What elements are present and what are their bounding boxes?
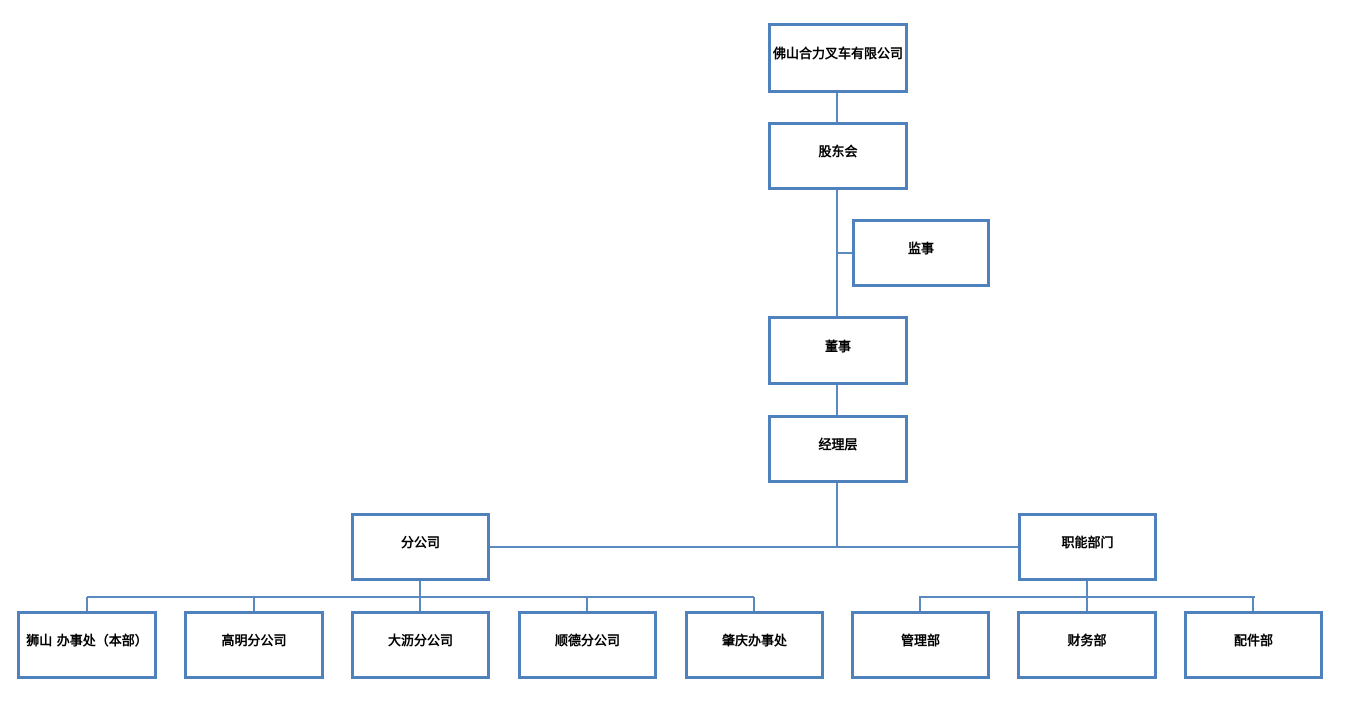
node-label: 配件部 xyxy=(1233,634,1273,650)
node-label: 高明分公司 xyxy=(221,634,287,650)
node-functional[interactable]: 职能部门 xyxy=(1018,513,1157,581)
node-label: 监事 xyxy=(907,242,934,258)
connector-drop-gaoming xyxy=(253,597,255,611)
node-label: 分公司 xyxy=(400,536,440,552)
node-shareholders[interactable]: 股东会 xyxy=(768,122,908,190)
connector-drop-admin xyxy=(919,597,921,611)
node-label: 董事 xyxy=(824,339,851,355)
node-admin[interactable]: 管理部 xyxy=(851,611,990,679)
node-supervisor[interactable]: 监事 xyxy=(852,219,990,287)
node-zhaoqing[interactable]: 肇庆办事处 xyxy=(685,611,824,679)
node-label: 肇庆办事处 xyxy=(721,634,787,650)
node-label: 顺德分公司 xyxy=(554,634,620,650)
node-finance[interactable]: 财务部 xyxy=(1017,611,1157,679)
node-label: 狮山 办事处（本部） xyxy=(26,634,148,650)
node-label: 佛山合力叉车有限公司 xyxy=(773,47,904,63)
connector-company-shareholders xyxy=(836,93,838,122)
connector-director-management xyxy=(836,385,838,415)
node-label: 大沥分公司 xyxy=(387,634,453,650)
connector-split-horizontal xyxy=(490,546,1018,548)
node-director[interactable]: 董事 xyxy=(768,316,908,385)
node-label: 财务部 xyxy=(1067,634,1107,650)
connector-drop-shishan xyxy=(86,597,88,611)
node-company[interactable]: 佛山合力叉车有限公司 xyxy=(768,23,908,93)
node-shishan[interactable]: 狮山 办事处（本部） xyxy=(17,611,157,679)
connector-drop-shunde xyxy=(586,597,588,611)
node-management[interactable]: 经理层 xyxy=(768,415,908,483)
connector-management-drop xyxy=(836,483,838,547)
node-label: 股东会 xyxy=(818,145,858,161)
node-label: 管理部 xyxy=(900,634,940,650)
node-parts[interactable]: 配件部 xyxy=(1184,611,1323,679)
node-dali[interactable]: 大沥分公司 xyxy=(351,611,490,679)
node-label: 职能部门 xyxy=(1061,536,1114,552)
node-shunde[interactable]: 顺德分公司 xyxy=(518,611,657,679)
connector-branch-distribution xyxy=(87,596,754,598)
connector-drop-parts xyxy=(1252,597,1254,611)
connector-drop-zhaoqing xyxy=(753,597,755,611)
connector-supervisor-branch xyxy=(837,252,852,254)
node-label: 经理层 xyxy=(818,438,858,454)
node-gaoming[interactable]: 高明分公司 xyxy=(184,611,324,679)
node-branch[interactable]: 分公司 xyxy=(351,513,490,581)
connector-functional-distribution xyxy=(919,596,1255,598)
